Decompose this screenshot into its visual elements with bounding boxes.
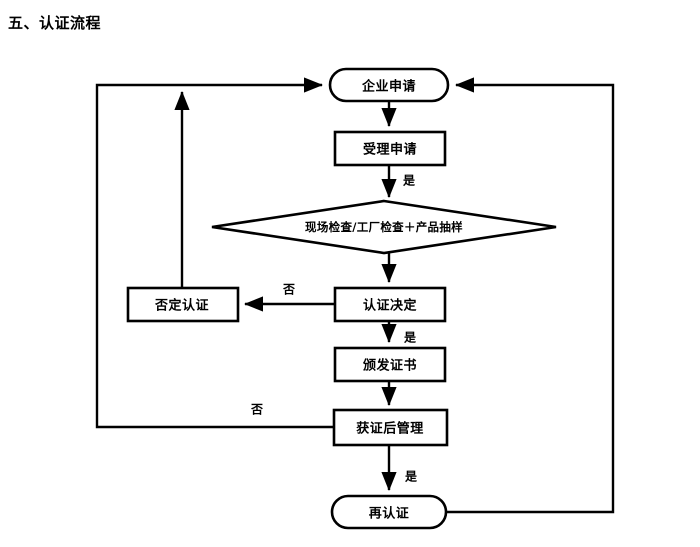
node-apply[interactable] <box>328 67 450 103</box>
node-recert[interactable] <box>330 494 448 530</box>
edge-recert-to-apply <box>446 77 615 514</box>
node-postmanage[interactable] <box>332 408 449 447</box>
page-title: 五、认证流程 <box>8 14 102 32</box>
node-decision[interactable] <box>333 286 447 323</box>
node-reject[interactable] <box>126 286 240 323</box>
node-issue[interactable] <box>333 346 447 383</box>
node-accept[interactable] <box>333 130 447 167</box>
node-inspect[interactable] <box>211 199 557 255</box>
edge-postmanage-to-apply <box>95 77 334 429</box>
